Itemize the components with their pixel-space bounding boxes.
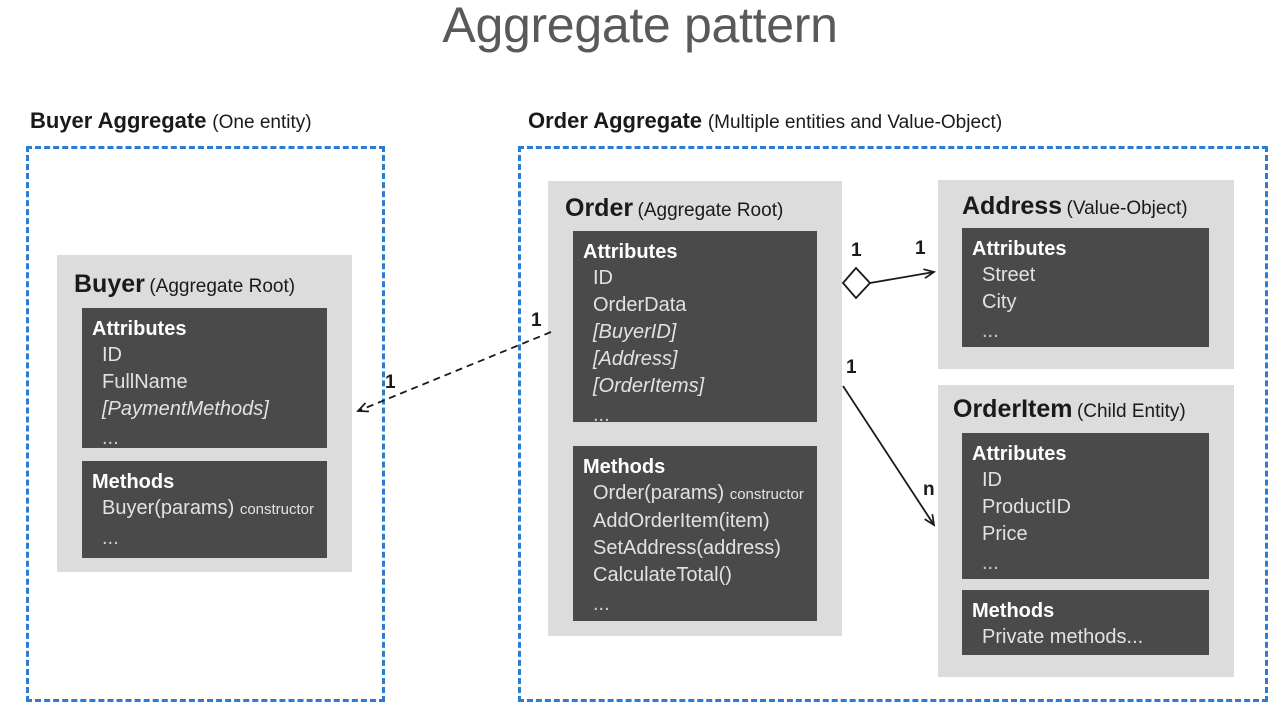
entity-card-buyer[interactable]: Buyer (Aggregate Root) Attributes ID Ful…	[57, 255, 352, 572]
multiplicity-order-orderitem-source: 1	[846, 357, 857, 378]
aggregate-name-buyer: Buyer Aggregate	[30, 108, 207, 133]
entity-title-order: Order (Aggregate Root)	[565, 194, 783, 223]
attribute-row: Street	[982, 264, 1036, 286]
attribute-row: ID	[982, 469, 1002, 491]
attribute-row: Price	[982, 523, 1028, 545]
method-row: SetAddress(address)	[593, 537, 781, 559]
attribute-row: [Address]	[593, 348, 678, 370]
entity-title-buyer: Buyer (Aggregate Root)	[74, 270, 295, 299]
attribute-row: OrderData	[593, 294, 687, 316]
multiplicity-order-orderitem-target: n	[923, 479, 935, 500]
method-row: Buyer(params) constructor	[82, 495, 327, 523]
attribute-row: ID	[593, 267, 613, 289]
attribute-row-ellipsis: ...	[102, 427, 119, 449]
method-note: constructor	[239, 501, 315, 518]
aggregate-subtitle-order: (Multiple entities and Value-Object)	[707, 112, 1003, 133]
panel-heading-methods: Methods	[972, 600, 1055, 622]
panel-heading-methods: Methods	[92, 471, 175, 493]
method-row: AddOrderItem(item)	[593, 510, 770, 532]
entity-card-order[interactable]: Order (Aggregate Root) Attributes ID Ord…	[548, 181, 842, 636]
entity-card-orderitem[interactable]: OrderItem (Child Entity) Attributes ID P…	[938, 385, 1234, 677]
panel-heading-attributes: Attributes	[972, 443, 1067, 465]
attribute-row: [OrderItems]	[593, 375, 705, 397]
method-signature: Order(params)	[593, 482, 725, 504]
attribute-row: FullName	[102, 371, 188, 393]
multiplicity-order-address-target: 1	[915, 238, 926, 259]
entity-name-orderitem: OrderItem	[953, 395, 1073, 423]
aggregate-label-order: Order Aggregate (Multiple entities and V…	[528, 108, 1002, 134]
panel-attributes-buyer: Attributes ID FullName [PaymentMethods] …	[82, 308, 327, 449]
attribute-row: ID	[102, 344, 122, 366]
panel-heading-attributes: Attributes	[583, 241, 678, 263]
aggregate-name-order: Order Aggregate	[528, 108, 703, 133]
attribute-row: City	[982, 291, 1017, 313]
entity-subtitle-order: (Aggregate Root)	[637, 200, 784, 221]
entity-subtitle-orderitem: (Child Entity)	[1076, 401, 1186, 422]
method-row: Order(params) constructor	[573, 480, 817, 508]
entity-card-address[interactable]: Address (Value-Object) Attributes Street…	[938, 180, 1234, 369]
attribute-row-ellipsis: ...	[982, 320, 999, 342]
panel-methods-order: Methods Order(params) constructor AddOrd…	[573, 446, 817, 621]
entity-title-address: Address (Value-Object)	[962, 192, 1188, 221]
entity-name-buyer: Buyer	[74, 270, 145, 298]
panel-heading-methods: Methods	[583, 456, 666, 478]
aggregate-label-buyer: Buyer Aggregate (One entity)	[30, 108, 312, 134]
method-row-ellipsis: ...	[593, 593, 610, 615]
page-title: Aggregate pattern	[442, 0, 838, 53]
multiplicity-order-address-source: 1	[851, 240, 862, 261]
attribute-row-ellipsis: ...	[982, 552, 999, 574]
method-row-ellipsis: ...	[102, 527, 119, 549]
panel-attributes-orderitem: Attributes ID ProductID Price ...	[962, 433, 1209, 579]
panel-heading-attributes: Attributes	[92, 318, 187, 340]
aggregate-box-order	[518, 146, 1268, 702]
multiplicity-buyer-side: 1	[385, 372, 396, 393]
panel-attributes-order: Attributes ID OrderData [BuyerID] [Addre…	[573, 231, 817, 426]
method-signature: Buyer(params)	[102, 497, 235, 519]
panel-methods-orderitem: Methods Private methods...	[962, 590, 1209, 655]
attribute-row-ellipsis: ...	[593, 404, 610, 426]
attribute-row: [BuyerID]	[593, 321, 677, 343]
attribute-row: ProductID	[982, 496, 1071, 518]
attribute-row: [PaymentMethods]	[102, 398, 269, 420]
panel-attributes-address: Attributes Street City ...	[962, 228, 1209, 347]
entity-name-order: Order	[565, 194, 634, 222]
entity-title-orderitem: OrderItem (Child Entity)	[953, 395, 1186, 424]
panel-heading-attributes: Attributes	[972, 238, 1067, 260]
entity-subtitle-address: (Value-Object)	[1066, 198, 1188, 219]
method-row: Private methods...	[982, 626, 1144, 648]
method-row: CalculateTotal()	[593, 564, 732, 586]
panel-methods-buyer: Methods Buyer(params) constructor ...	[82, 461, 327, 558]
multiplicity-order-side: 1	[531, 310, 542, 331]
aggregate-box-buyer	[26, 146, 385, 702]
entity-name-address: Address	[962, 192, 1063, 220]
method-note: constructor	[729, 486, 804, 503]
entity-subtitle-buyer: (Aggregate Root)	[149, 276, 296, 297]
aggregate-subtitle-buyer: (One entity)	[212, 112, 312, 133]
